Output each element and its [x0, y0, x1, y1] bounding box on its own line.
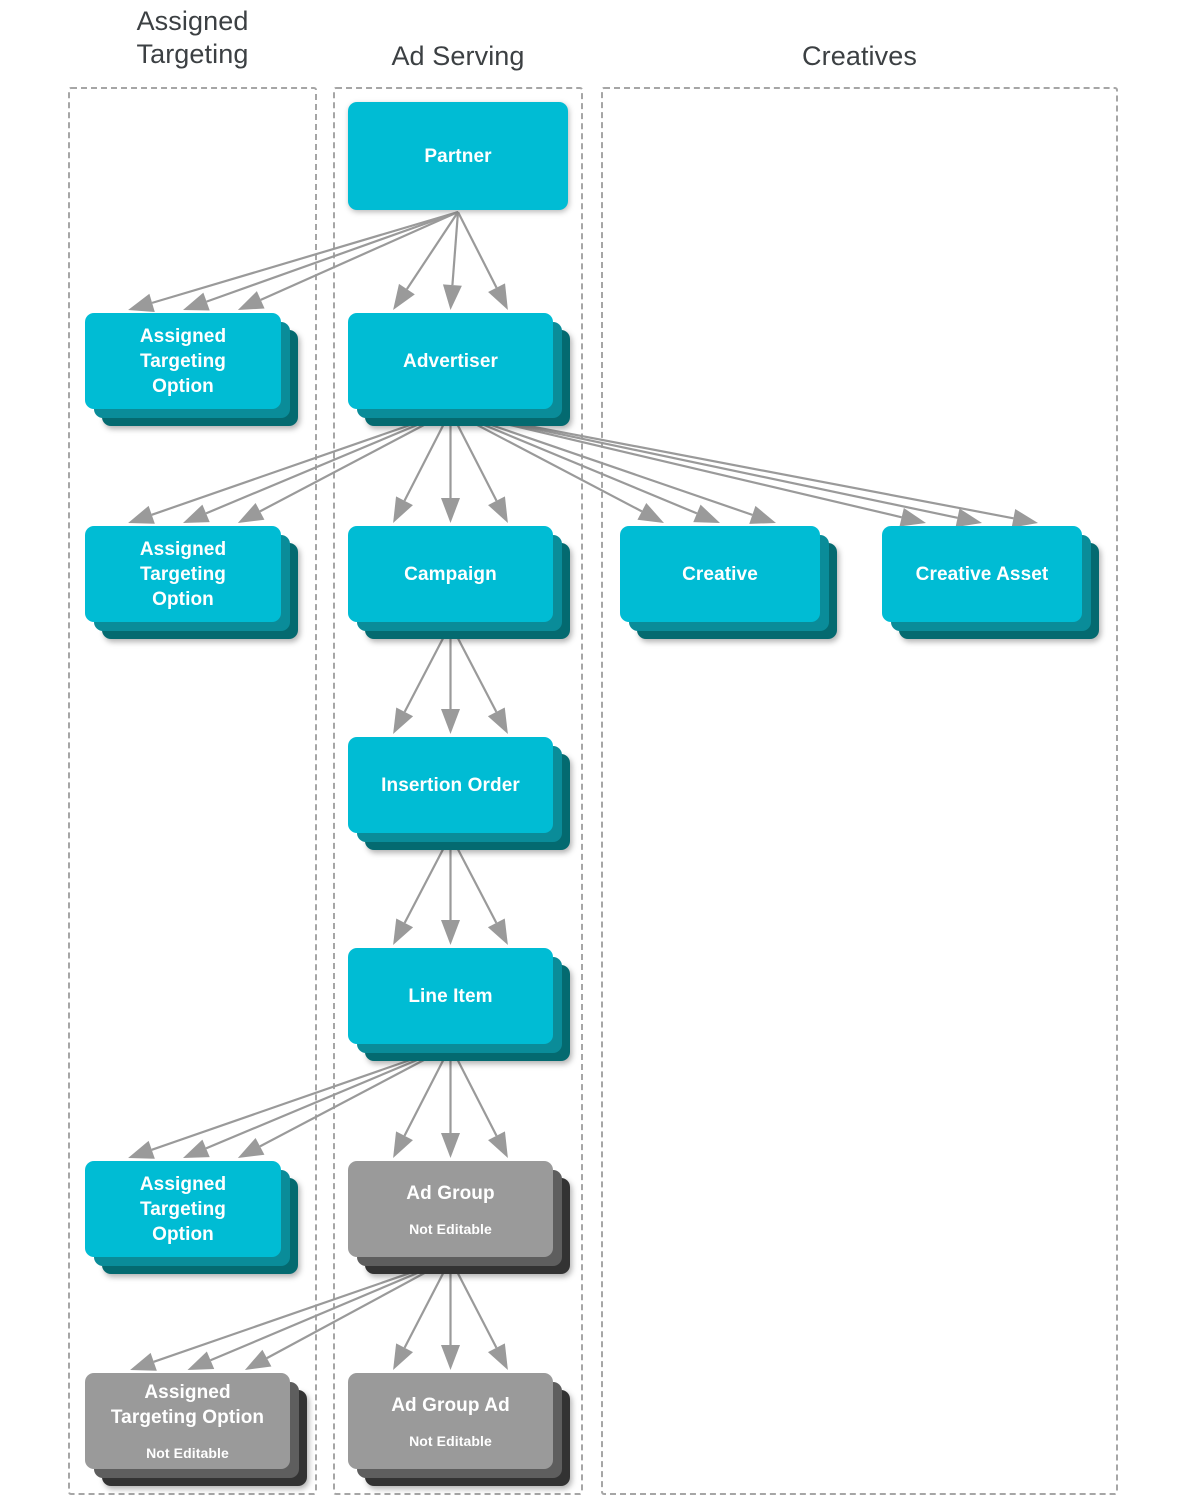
node-label-insertion-order: Insertion Order: [381, 774, 520, 796]
node-ato-2[interactable]: Assigned Targeting Option: [85, 526, 301, 642]
node-badge-not-editable-ad-group: Not Editable: [409, 1220, 492, 1237]
node-campaign[interactable]: Campaign: [348, 526, 573, 642]
node-label-ad-group: Ad Group: [406, 1182, 495, 1204]
node-card-campaign[interactable]: Campaign: [348, 526, 553, 622]
node-label-advertiser: Advertiser: [403, 350, 498, 372]
node-label-ad-group-ad: Ad Group Ad: [391, 1394, 510, 1416]
node-label-ato-4: Assigned Targeting Option: [110, 1382, 265, 1428]
column-title-ad-serving: Ad Serving: [391, 41, 525, 71]
node-card-creative[interactable]: Creative: [620, 526, 820, 622]
node-label-partner: Partner: [424, 145, 492, 167]
node-label-ato-2: Assigned Targeting Option: [139, 538, 227, 610]
node-ato-1[interactable]: Assigned Targeting Option: [85, 313, 301, 429]
node-card-ato-1[interactable]: Assigned Targeting Option: [85, 313, 281, 409]
node-card-ad-group-ad[interactable]: Ad Group Ad Not Editable: [348, 1373, 553, 1469]
node-card-advertiser[interactable]: Advertiser: [348, 313, 553, 409]
node-insertion-order[interactable]: Insertion Order: [348, 737, 573, 853]
node-ato-3[interactable]: Assigned Targeting Option: [85, 1161, 301, 1277]
node-label-campaign: Campaign: [404, 563, 497, 585]
node-card-partner[interactable]: Partner: [348, 102, 568, 210]
column-title-creatives: Creatives: [802, 41, 917, 71]
node-label-ato-3: Assigned Targeting Option: [139, 1173, 227, 1245]
node-label-line-item: Line Item: [408, 985, 493, 1007]
swimlane-assigned-targeting: [68, 87, 317, 1495]
node-card-insertion-order[interactable]: Insertion Order: [348, 737, 553, 833]
node-ad-group-ad[interactable]: Ad Group Ad Not Editable: [348, 1373, 573, 1489]
swimlane-ad-serving: [333, 87, 583, 1495]
node-card-ato-2[interactable]: Assigned Targeting Option: [85, 526, 281, 622]
node-creative-asset[interactable]: Creative Asset: [882, 526, 1102, 642]
node-card-ato-3[interactable]: Assigned Targeting Option: [85, 1161, 281, 1257]
node-line-item[interactable]: Line Item: [348, 948, 573, 1064]
node-card-creative-asset[interactable]: Creative Asset: [882, 526, 1082, 622]
node-card-line-item[interactable]: Line Item: [348, 948, 553, 1044]
node-partner[interactable]: Partner: [348, 102, 588, 230]
node-label-creative-asset: Creative Asset: [915, 563, 1049, 585]
node-badge-not-editable-ad-group-ad: Not Editable: [409, 1432, 492, 1449]
column-title-assigned-targeting: Assigned Targeting: [136, 6, 249, 69]
node-label-creative: Creative: [682, 563, 758, 585]
swimlane-creatives: [601, 87, 1118, 1495]
node-creative[interactable]: Creative: [620, 526, 840, 642]
node-advertiser[interactable]: Advertiser: [348, 313, 573, 429]
node-badge-not-editable-ato-4: Not Editable: [146, 1445, 229, 1461]
node-label-ato-1: Assigned Targeting Option: [139, 325, 227, 397]
